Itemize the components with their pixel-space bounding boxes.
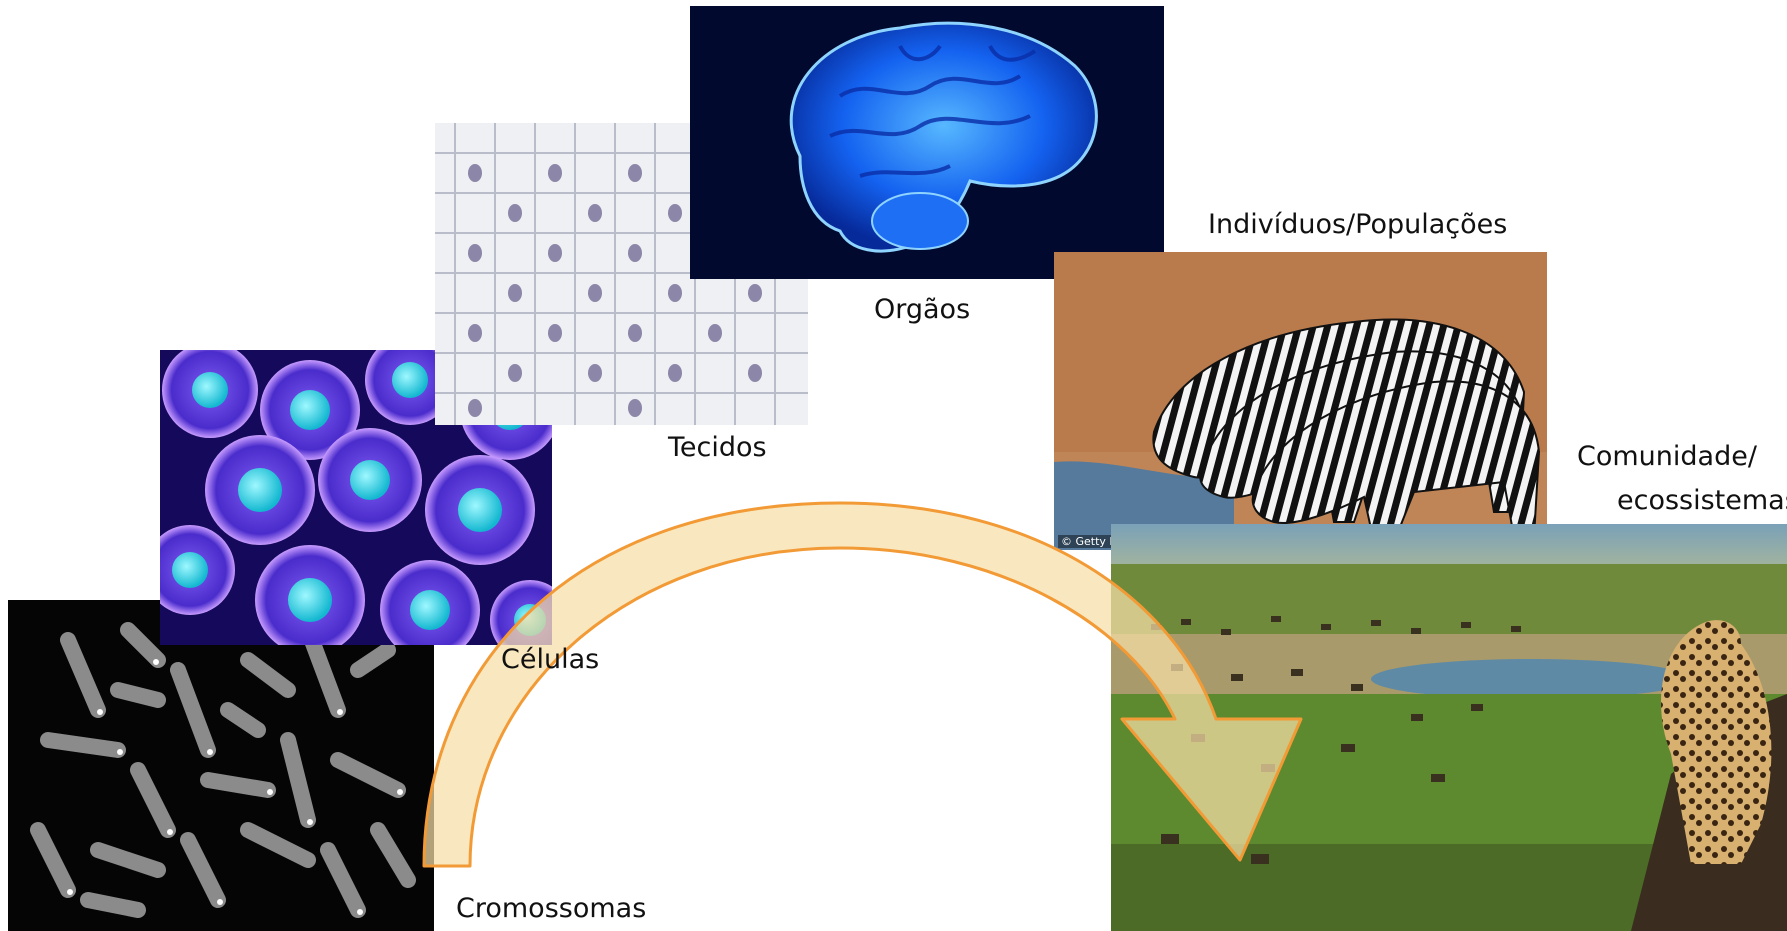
organs-label: Orgãos	[874, 293, 970, 327]
photo-credit: © Getty I	[1058, 535, 1116, 548]
cells-label: Células	[501, 643, 599, 677]
ecosystem-image	[1111, 524, 1787, 931]
populations-label: Indivíduos/Populações	[1208, 208, 1507, 242]
chromosomes-label: Cromossomas	[456, 892, 646, 926]
tissues-label: Tecidos	[668, 431, 767, 465]
chromosome-image	[8, 600, 434, 931]
community-label: Comunidade/	[1577, 440, 1757, 474]
brain-image	[690, 6, 1164, 279]
ecosystems-label: ecossistemas	[1617, 484, 1787, 518]
zebra-image: © Getty I	[1054, 252, 1547, 550]
